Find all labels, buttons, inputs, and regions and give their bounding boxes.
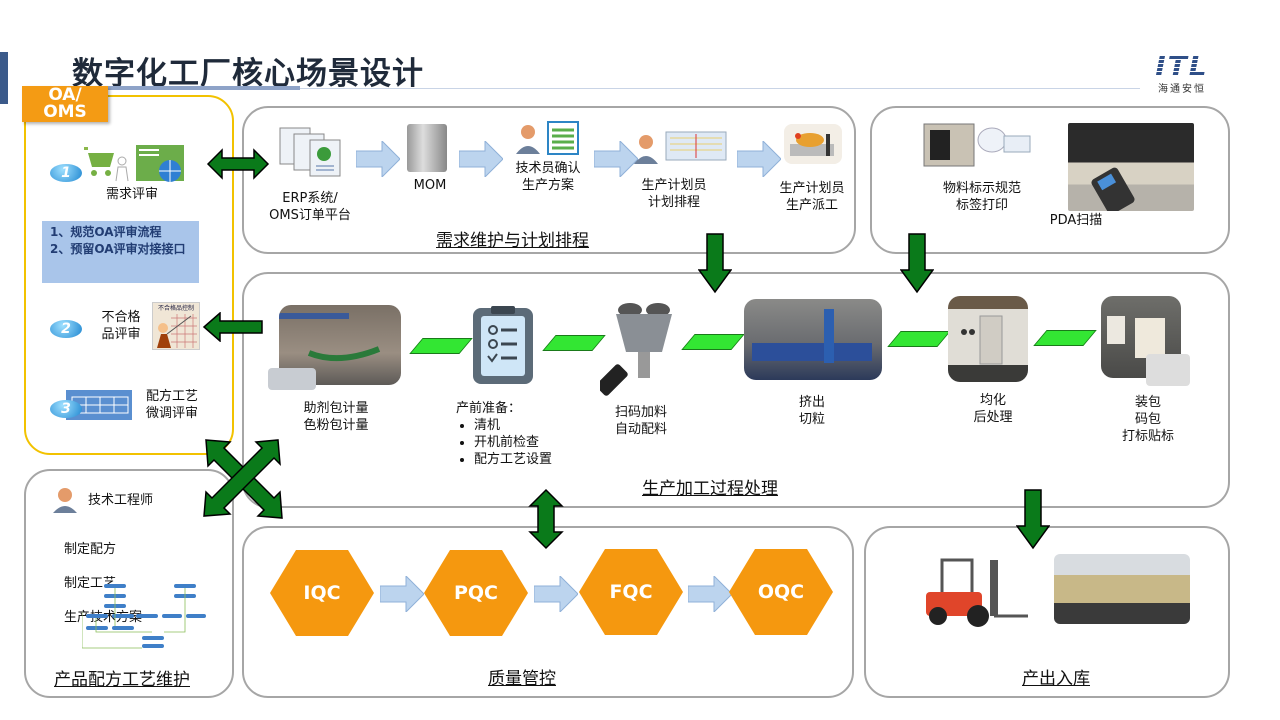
preproduction-label: 产前准备： [456,401,522,416]
flow-arrow-icon [459,141,503,177]
recipe-panel [24,469,234,698]
flow-arrow-icon [737,141,781,177]
step-badge-1: 1 [50,164,82,182]
extrusion-label: 挤出 切粒 [798,395,825,427]
weighing-label: 助剂包计量 色粉包计量 [303,401,369,433]
process-flowchart-icon [82,584,206,649]
logo-subtitle: 海通安恒 [1158,84,1206,95]
quality-section-title: 质量管控 [488,669,556,689]
oa-oms-tag: OA/ OMS [22,86,108,122]
step-badge-2: 2 [50,320,82,338]
homogenize-label: 均化 后处理 [973,393,1013,425]
recipe-section-title: 产品配方工艺维护 [54,670,190,690]
preproduction-block: 产前准备： 清机 开机前检查 配方工艺设置 [456,400,552,468]
cross-arrows-icon [203,439,283,519]
auto-dosing-machine-photo [596,300,688,400]
arrow-down-icon [900,233,934,294]
nonconforming-icon-caption: 不合格品控制 [157,305,194,312]
preproduction-item: 配方工艺设置 [474,451,552,468]
person-schedule-icon [634,128,730,164]
technician-confirm-label: 技术员确认 生产方案 [515,161,581,193]
weighing-scale-icon [268,368,316,390]
flow-arrow-icon [688,576,732,612]
checklist-clipboard-icon [471,304,535,386]
duty-item: 制定工艺 [64,576,117,591]
production-panel [242,272,1230,508]
logo-mark: ITL [1150,52,1214,80]
production-section-title: 生产加工过程处理 [642,479,778,499]
engineer-avatar-icon [53,488,77,513]
scan-dosing-label: 扫码加料 自动配料 [614,405,667,437]
forklift-icon [926,558,1028,627]
pda-scan-label: PDA扫描 [1049,213,1103,228]
mom-label: MOM [413,178,447,193]
oa-oms-tag-text: OA/ OMS [43,85,87,122]
flow-arrow-icon [534,576,578,612]
dispatch-workers-icon [784,124,842,164]
flow-arrow-icon [380,576,424,612]
preproduction-list: 清机 开机前检查 配方工艺设置 [456,417,552,468]
title-underline [72,86,300,90]
double-arrow-vertical-icon [528,488,564,550]
duty-item: 制定配方 [64,542,117,557]
warehouse-photo [1054,554,1190,624]
demand-review-label: 需求评审 [105,187,158,202]
preproduction-item: 开机前检查 [474,434,552,451]
company-logo: ITL 海通安恒 [1150,52,1214,96]
server-tower-icon [407,124,447,172]
planner-dispatch-label: 生产计划员 生产派工 [779,181,845,213]
oa-note-2: 2、预留OA评审对接接口 [50,242,186,256]
recipe-tweak-review-label: 配方工艺 微调评审 [145,389,198,421]
homogenizer-photo [948,296,1028,382]
planning-section-title: 需求维护与计划排程 [436,231,589,251]
arrow-left-icon [202,312,263,342]
bagging-label: 装包 码包 打标贴标 [1121,395,1174,444]
weighing-room-photo [279,305,401,385]
engineer-role-label: 技术工程师 [88,493,154,508]
web-documents-icon [276,126,348,178]
arrow-down-icon [698,233,732,294]
slide-accent-bar [0,52,8,104]
title-rule [300,88,1140,89]
preproduction-item: 清机 [474,417,552,434]
arrow-down-icon [1016,489,1050,550]
warehouse-pda-photo [1068,123,1194,211]
label-printing-label: 物料标示规范 标签打印 [942,181,1021,213]
erp-oms-label: ERP系统/ OMS订单平台 [269,191,351,223]
extruder-line-photo [744,299,882,380]
oa-notes-box: 1、规范OA评审流程 2、预留OA评审对接接口 [42,221,199,283]
step-badge-3: 3 [50,400,82,418]
oa-note-1: 1、规范OA评审流程 [50,225,162,239]
warehouse-section-title: 产出入库 [1022,669,1090,689]
flow-arrow-icon [356,141,400,177]
label-printer-icon [922,122,1032,168]
nonconforming-control-icon: 不合格品控制 [152,302,200,350]
cart-user-web-icon [84,143,186,185]
double-arrow-horizontal-icon [206,148,270,180]
person-spreadsheet-icon [514,120,580,156]
flow-arrow-icon [594,141,638,177]
label-printer-small-icon [1146,354,1190,386]
nonconforming-review-label: 不合格 品评审 [101,310,141,342]
planner-schedule-label: 生产计划员 计划排程 [641,178,707,210]
